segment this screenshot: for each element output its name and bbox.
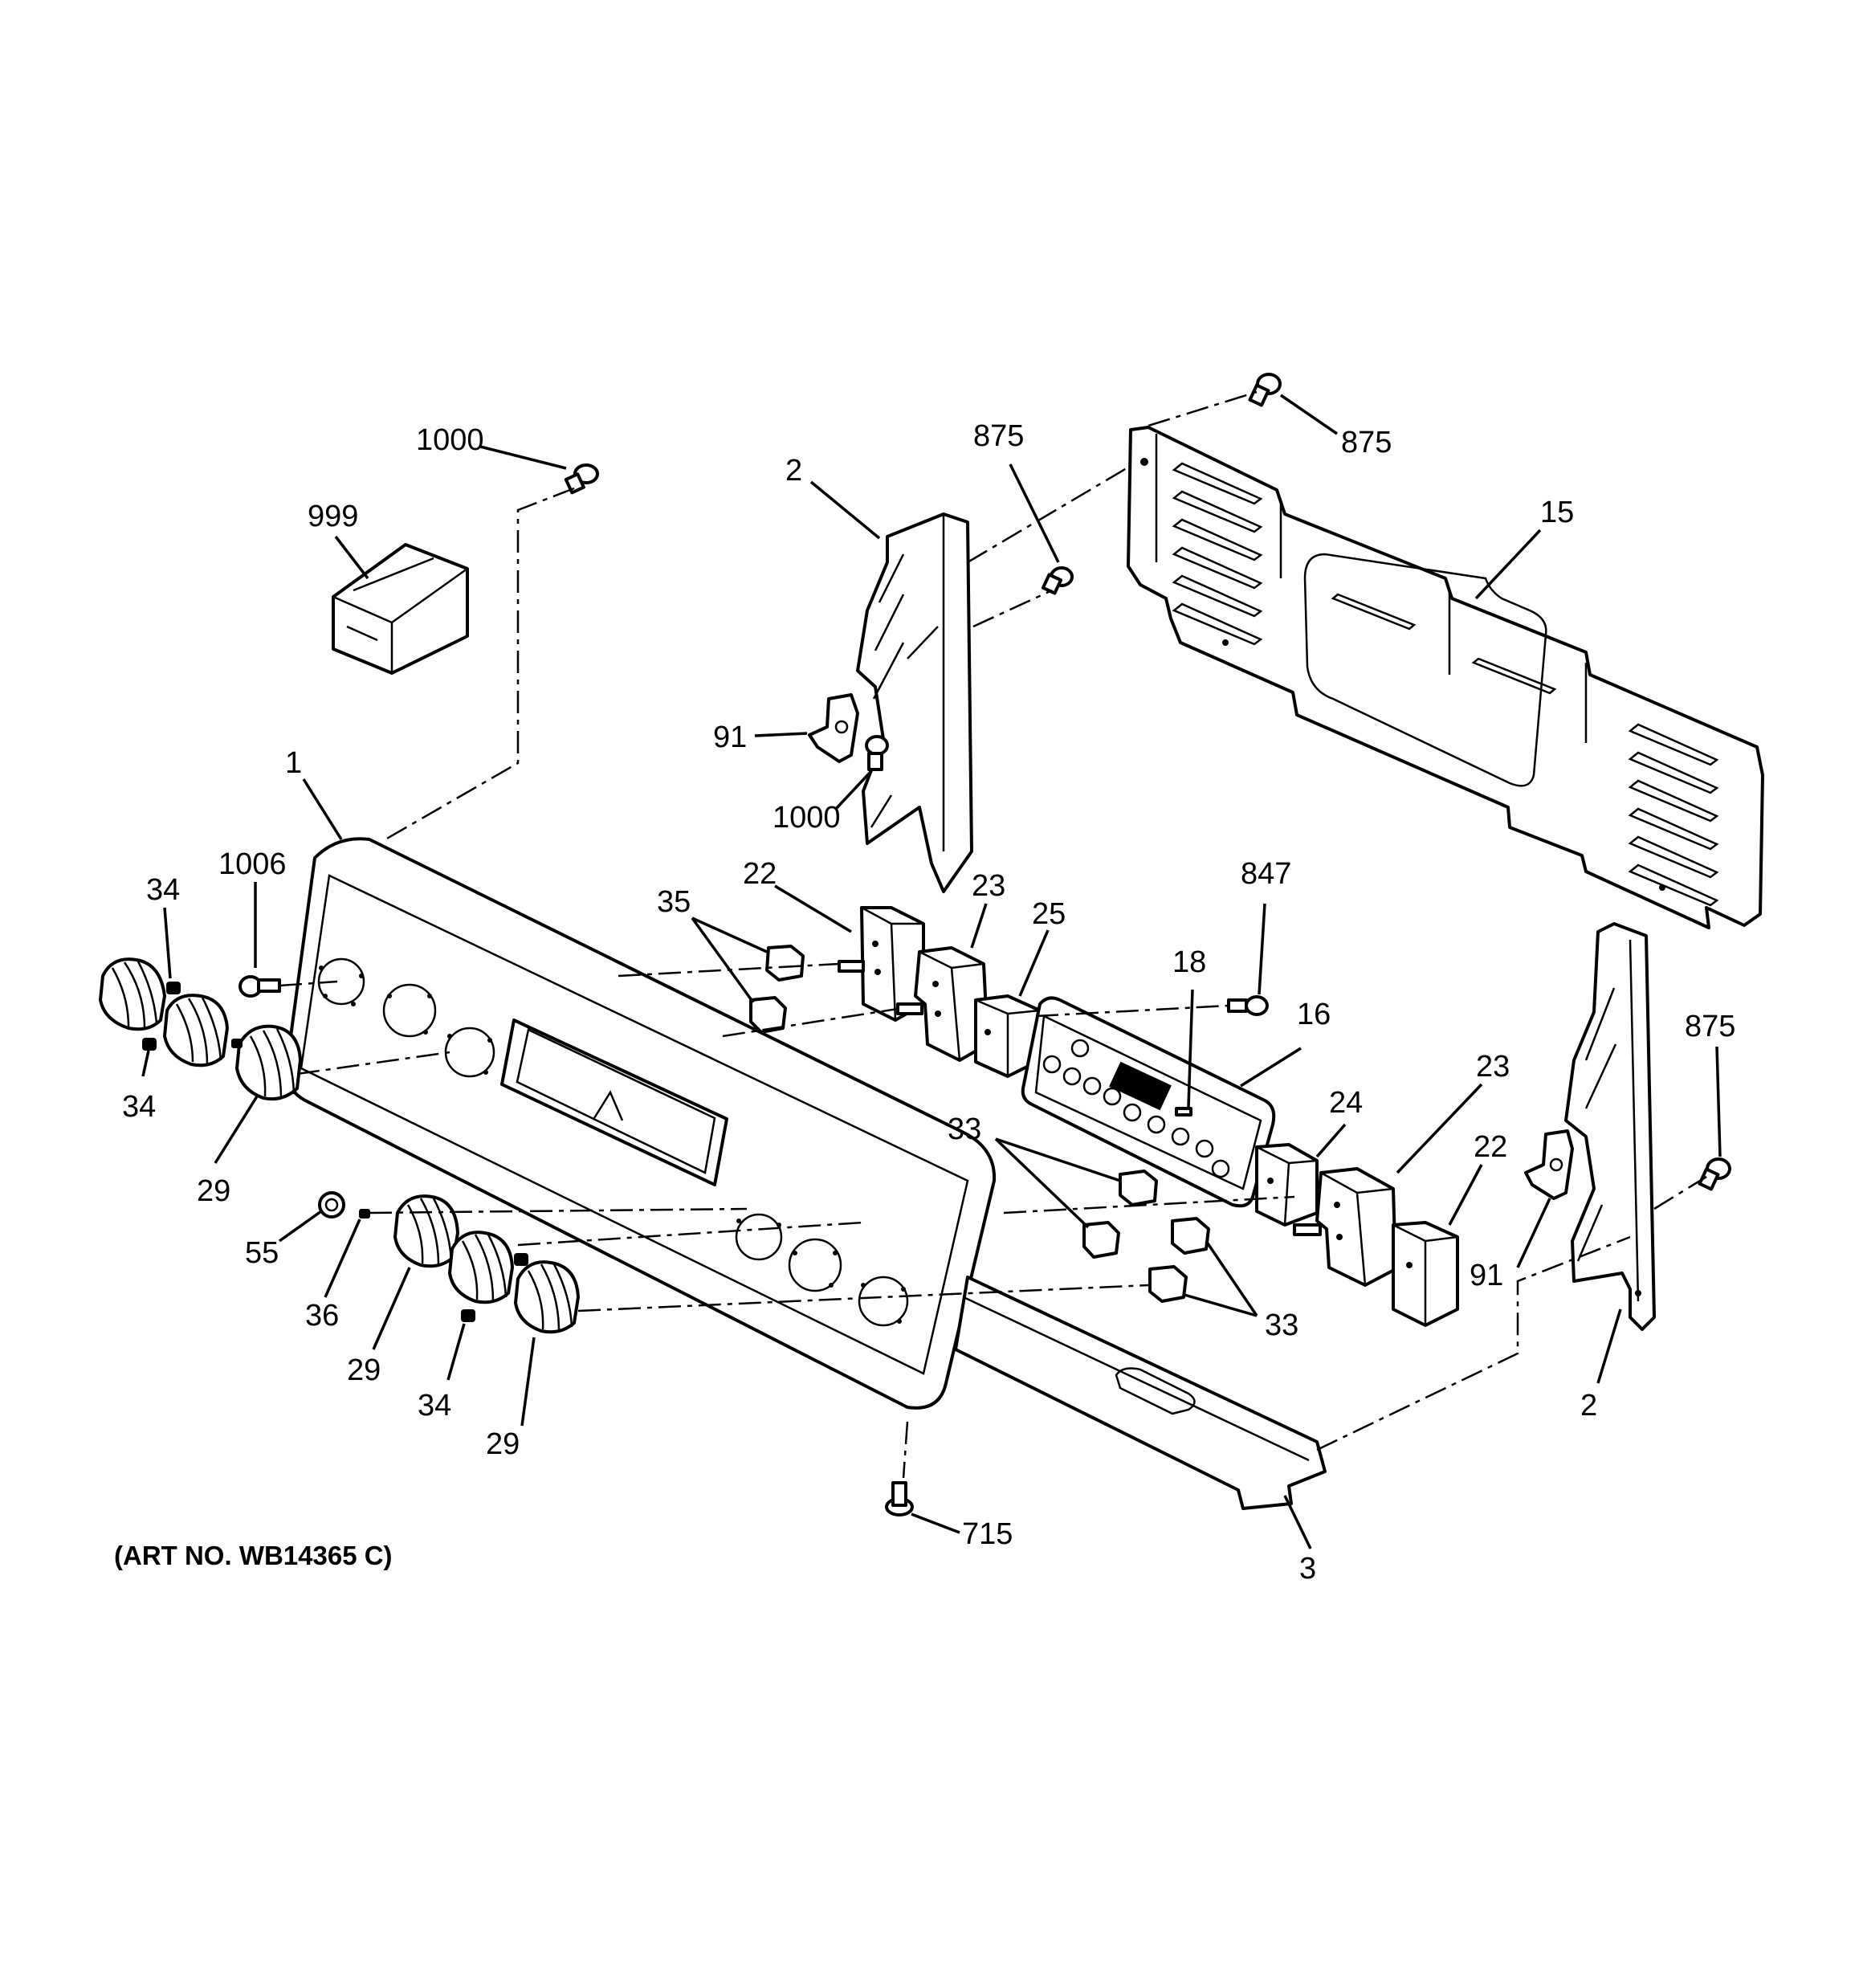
part-33-clip-a: [1119, 1170, 1158, 1206]
callout-34-lower-left: 34: [122, 1090, 156, 1124]
callout-29-left: 29: [197, 1174, 230, 1208]
part-35-clip-a: [765, 945, 805, 982]
art-number: (ART NO. WB14365 C): [114, 1541, 393, 1570]
part-24-switch: [1255, 1143, 1319, 1227]
part-25-switch: [974, 994, 1042, 1078]
callout-847: 847: [1241, 857, 1291, 891]
vent-slots-right: [1628, 723, 1719, 907]
callout-34-upper: 34: [146, 873, 180, 907]
callout-1000-top: 1000: [416, 423, 484, 457]
callout-55: 55: [245, 1236, 279, 1270]
part-1-control-panel: [285, 837, 997, 1410]
part-875-screw-c: [1698, 1157, 1731, 1191]
part-15-back-panel: [1127, 426, 1764, 929]
part-875-screw-a: [1041, 566, 1074, 595]
callout-715: 715: [962, 1517, 1013, 1551]
callout-3: 3: [1299, 1552, 1316, 1586]
part-847-screw: [1227, 995, 1269, 1016]
part-23-switch-top: [896, 946, 989, 1062]
part-35-clip-b: [749, 996, 787, 1034]
part-91-clip-top: [808, 693, 859, 763]
board-buttons: [1042, 1039, 1230, 1178]
part-23-switch-right: [1293, 1167, 1397, 1287]
callout-34-bottom: 34: [418, 1389, 451, 1423]
callout-33-upper: 33: [948, 1112, 981, 1146]
callout-1000-mid: 1000: [773, 801, 841, 835]
callout-22-top: 22: [743, 857, 777, 891]
callout-91-left: 91: [713, 720, 747, 754]
part-34-spring-b: [142, 1038, 157, 1051]
callout-29-mid: 29: [347, 1353, 381, 1387]
part-22-switch-top: [838, 906, 925, 1022]
callout-24: 24: [1329, 1086, 1363, 1120]
callout-29-bottom: 29: [486, 1427, 520, 1461]
part-875-screw-b: [1248, 373, 1282, 407]
part-715-screw: [885, 1481, 914, 1517]
callout-22-right: 22: [1474, 1130, 1507, 1164]
part-36-screw-small: [231, 1039, 370, 1219]
callout-33-lower: 33: [1265, 1308, 1298, 1342]
callout-18: 18: [1172, 945, 1206, 979]
part-2-bracket-right: [1564, 922, 1656, 1331]
part-3-trim: [954, 1276, 1327, 1510]
callout-36: 36: [305, 1299, 339, 1333]
callout-25: 25: [1032, 897, 1066, 931]
part-22-switch-right: [1392, 1221, 1459, 1327]
part-2-bracket-left: [856, 512, 973, 893]
callout-2-left: 2: [785, 454, 802, 488]
part-55-washer: [318, 1191, 345, 1219]
part-33-clip-d: [1148, 1265, 1188, 1303]
callout-1: 1: [285, 746, 302, 780]
part-34-spring-c: [514, 1253, 528, 1266]
part-91-clip-right: [1524, 1129, 1574, 1200]
callout-875-top: 875: [1341, 426, 1392, 459]
callout-35: 35: [657, 885, 691, 919]
vent-slots-left: [1172, 462, 1263, 646]
leader-lines: [141, 394, 1722, 1549]
callout-91-right: 91: [1470, 1259, 1503, 1292]
part-999-box: [332, 543, 469, 675]
part-1000-screw-top: [564, 463, 599, 495]
callout-16: 16: [1297, 998, 1331, 1031]
callout-875-right: 875: [1685, 1010, 1735, 1043]
panel-dial-marks: [319, 965, 906, 1324]
callout-labels: 1000 999 2 875 875 15 91 1000 1 1006 34 …: [122, 419, 1735, 1586]
part-1006-screw: [238, 975, 281, 998]
part-33-clip-c: [1171, 1217, 1210, 1255]
callout-2-right: 2: [1580, 1389, 1597, 1423]
part-33-clip-b: [1082, 1221, 1120, 1259]
part-34-spring-d: [461, 1309, 475, 1322]
part-29-knobs-right: [393, 1194, 580, 1334]
callout-15: 15: [1540, 496, 1574, 529]
callout-23-top: 23: [972, 869, 1005, 903]
callout-1006: 1006: [218, 847, 287, 881]
part-1000-screw-mid: [865, 735, 889, 771]
callout-875-left: 875: [973, 419, 1024, 453]
part-34-spring-a: [166, 982, 181, 994]
callout-23-right: 23: [1476, 1050, 1510, 1084]
callout-999: 999: [308, 500, 358, 533]
